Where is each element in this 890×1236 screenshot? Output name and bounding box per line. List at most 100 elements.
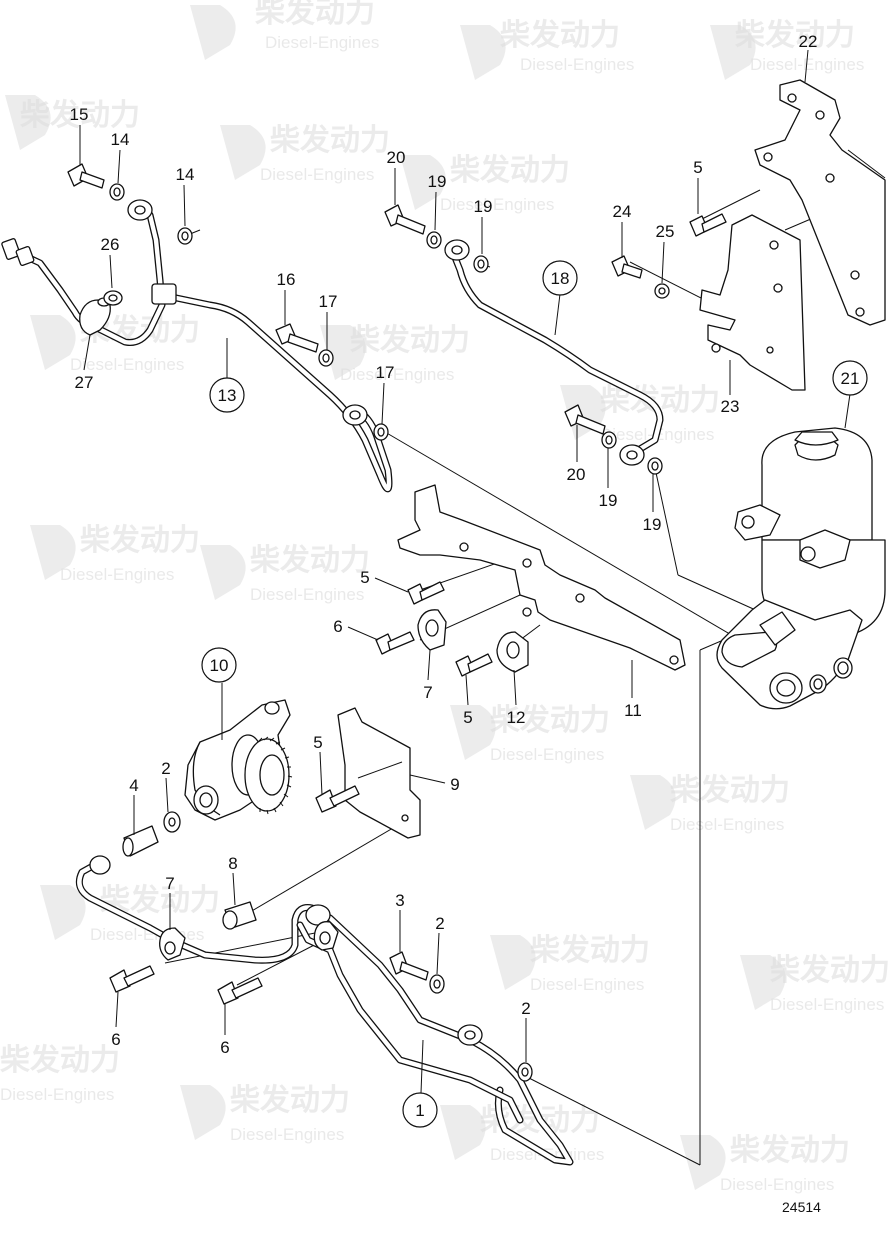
svg-text:Diesel-Engines: Diesel-Engines: [250, 585, 364, 604]
bolt-24: [611, 255, 643, 279]
washer-2: [163, 811, 181, 833]
bolt-6: [375, 631, 415, 655]
bracket-23: [699, 214, 806, 391]
washer-14: [109, 183, 125, 201]
callout-10: 10: [201, 647, 237, 683]
watermark-logo: 柴发动力 Diesel-Engines: [200, 543, 370, 604]
watermark-logo: 柴发动力 Diesel-Engines: [0, 1043, 120, 1104]
washer-14: [177, 227, 193, 245]
svg-text:柴发动力: 柴发动力: [270, 123, 390, 158]
callout-13: 13: [209, 377, 245, 413]
watermark-logo: 柴发动力 Diesel-Engines: [740, 953, 890, 1014]
callout-1: 1: [402, 1092, 438, 1128]
callout-9: 9: [450, 775, 459, 794]
callout-14: 14: [176, 165, 195, 184]
bolt-5: [689, 213, 727, 237]
watermark-logo: 柴发动力 Diesel-Engines: [40, 883, 220, 944]
svg-text:柴发动力: 柴发动力: [0, 1043, 120, 1078]
nipple-4: [122, 825, 159, 857]
callout-16: 16: [277, 270, 296, 289]
svg-text:Diesel-Engines: Diesel-Engines: [440, 195, 554, 214]
svg-text:18: 18: [551, 269, 570, 288]
clamp-27: [79, 297, 111, 336]
bolt-6: [109, 965, 155, 993]
clamp-7: [159, 927, 186, 961]
callout-14: 14: [111, 130, 130, 149]
callout-6: 6: [111, 1030, 120, 1049]
svg-text:21: 21: [841, 369, 860, 388]
bracket-9: [337, 707, 421, 839]
pump-10: [184, 699, 293, 821]
svg-text:Diesel-Engines: Diesel-Engines: [530, 975, 644, 994]
svg-text:柴发动力: 柴发动力: [735, 18, 855, 53]
callout-17: 17: [376, 363, 395, 382]
watermark-logo: 柴发动力 Diesel-Engines: [440, 1103, 604, 1164]
spacer-8: [222, 901, 257, 930]
callout-19: 19: [643, 515, 662, 534]
callout-3: 3: [395, 891, 404, 910]
watermark-logo: 柴发动力 Diesel-Engines: [30, 313, 200, 374]
callout-2: 2: [435, 914, 444, 933]
callout-23: 23: [721, 397, 740, 416]
bolt-5: [455, 653, 493, 677]
watermark-logo: 柴发动力 Diesel-Engines: [630, 773, 790, 834]
callout-20: 20: [567, 465, 586, 484]
washer-19: [647, 457, 663, 475]
svg-text:柴发动力: 柴发动力: [490, 703, 610, 738]
svg-text:柴发动力: 柴发动力: [250, 543, 370, 578]
watermark-layer: 柴发动力 Diesel-Engines 柴发动力 Diesel-Engines …: [0, 0, 890, 1194]
svg-text:Diesel-Engines: Diesel-Engines: [340, 365, 454, 384]
callout-8: 8: [228, 854, 237, 873]
watermark-logo: 柴发动力 Diesel-Engines: [680, 1133, 850, 1194]
svg-text:Diesel-Engines: Diesel-Engines: [260, 165, 374, 184]
clamp-12: [496, 631, 529, 673]
svg-text:1: 1: [415, 1101, 424, 1120]
svg-text:柴发动力: 柴发动力: [80, 523, 200, 558]
watermark-logo: 柴发动力 Diesel-Engines: [710, 18, 864, 80]
svg-text:Diesel-Engines: Diesel-Engines: [720, 1175, 834, 1194]
svg-text:Diesel-Engines: Diesel-Engines: [265, 33, 379, 52]
bracket-11: [397, 484, 686, 671]
callout-22: 22: [799, 32, 818, 51]
callout-leaders: [79, 49, 851, 1094]
watermark-logo: 柴发动力: [5, 95, 140, 150]
callout-5: 5: [693, 158, 702, 177]
circled-callouts: 13 18 21 10 1: [201, 260, 868, 1128]
svg-text:Diesel-Engines: Diesel-Engines: [750, 55, 864, 74]
callout-19: 19: [599, 491, 618, 510]
washer-2: [429, 974, 445, 994]
svg-text:柴发动力: 柴发动力: [450, 153, 570, 188]
washer-19: [473, 255, 489, 273]
svg-text:柴发动力: 柴发动力: [350, 323, 470, 358]
washer-19: [426, 231, 442, 249]
fuel-filter-21: [716, 427, 886, 710]
callout-25: 25: [656, 222, 675, 241]
callout-labels: 15 14 14 26 27 16 17 17 20 19 19 20 19 1…: [70, 32, 818, 1057]
callout-5: 5: [463, 708, 472, 727]
svg-text:Diesel-Engines: Diesel-Engines: [770, 995, 884, 1014]
svg-text:柴发动力: 柴发动力: [230, 1083, 350, 1118]
washer-17: [373, 423, 389, 441]
callout-26: 26: [101, 235, 120, 254]
clamp-7: [417, 609, 447, 651]
callout-7: 7: [423, 683, 432, 702]
bracket-22: [754, 79, 886, 326]
watermark-logo: 柴发动力 Diesel-Engines: [320, 323, 470, 384]
callout-2: 2: [521, 999, 530, 1018]
washer-17: [318, 349, 334, 367]
callout-17: 17: [319, 292, 338, 311]
reference-number: 24514: [782, 1199, 821, 1215]
svg-text:柴发动力: 柴发动力: [530, 933, 650, 968]
spacer-26: [103, 290, 123, 306]
callout-27: 27: [75, 373, 94, 392]
svg-text:Diesel-Engines: Diesel-Engines: [490, 745, 604, 764]
bolt-5: [407, 581, 445, 605]
pipe-18: [444, 239, 664, 466]
callout-12: 12: [507, 708, 526, 727]
clamp: [313, 921, 339, 951]
washer-2: [517, 1062, 533, 1082]
watermark-logo: 柴发动力 Diesel-Engines: [400, 153, 570, 214]
callout-5: 5: [313, 733, 322, 752]
bolt-3: [389, 951, 429, 981]
callout-7: 7: [165, 874, 174, 893]
